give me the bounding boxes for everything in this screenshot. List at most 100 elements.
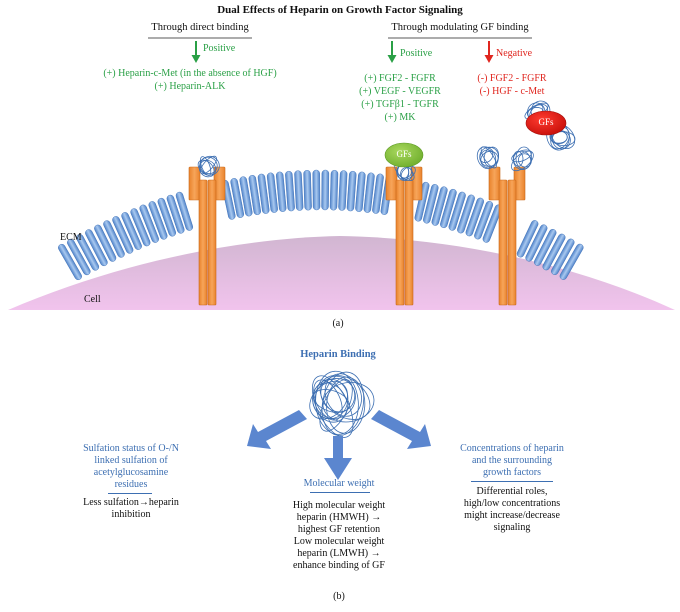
- phospholipid: [457, 194, 475, 234]
- cell-label: Cell: [84, 294, 101, 305]
- phospholipid: [266, 172, 278, 213]
- phospholipid: [257, 173, 270, 214]
- growth-factor-red: [525, 110, 567, 136]
- heparin-coil-central: [309, 370, 375, 438]
- phospholipid: [276, 171, 287, 212]
- heparin-strand: [511, 150, 534, 172]
- phospholipid: [76, 234, 100, 271]
- heparin-strand: [200, 155, 217, 175]
- phospholipid: [148, 201, 168, 240]
- phospholipid: [166, 194, 185, 234]
- phospholipid: [230, 178, 244, 218]
- modulating-positive-label: Positive: [400, 48, 433, 59]
- phospholipid: [321, 169, 330, 211]
- heparin-strand: [312, 382, 348, 423]
- phospholipid: [312, 169, 321, 211]
- growth-factor-green: [384, 142, 424, 168]
- cell-membrane: [58, 169, 584, 281]
- phospholipid: [103, 220, 125, 258]
- sulfation-body: Less sulfation→heparin inhibition: [83, 497, 179, 520]
- heparin-coil-direct: [197, 155, 220, 178]
- positive-arrow-direct: [191, 41, 201, 63]
- phospholipid: [474, 201, 494, 240]
- concentrations-heading: Concentrations of heparin and the surrou…: [460, 443, 564, 478]
- heparin-strand: [479, 149, 494, 163]
- heparin-strand: [322, 382, 375, 423]
- heparin-strand: [200, 156, 212, 176]
- direct-positive-label: Positive: [203, 43, 236, 54]
- phospholipid: [542, 233, 566, 271]
- panel-b-caption: (b): [333, 591, 345, 602]
- phospholipid: [157, 197, 176, 237]
- phospholipid: [329, 170, 339, 211]
- phospholipid: [294, 170, 304, 211]
- phospholipid: [303, 170, 312, 211]
- phospholipid: [338, 170, 348, 211]
- phospholipid: [175, 191, 194, 231]
- phospholipid: [67, 238, 91, 276]
- receptor-direct-binding: [188, 166, 226, 306]
- phospholipid: [58, 243, 82, 281]
- phospholipid: [139, 204, 159, 243]
- molecular-weight-underline: [310, 492, 370, 493]
- phospholipid: [112, 216, 134, 254]
- phospholipid: [551, 238, 575, 275]
- positive-arrow-modulating: [387, 41, 397, 63]
- positive-item-3: (+) TGFβ1 - TGFR: [361, 99, 439, 110]
- phospholipid: [372, 173, 384, 214]
- phospholipid: [440, 188, 457, 229]
- phospholipid: [248, 174, 261, 216]
- arrow-left-sulfation: [247, 410, 307, 449]
- residues-underline: [108, 493, 152, 494]
- panel-b-title: Heparin Binding: [300, 349, 376, 360]
- phospholipid: [516, 220, 539, 258]
- panel-a-caption: (a): [332, 318, 344, 329]
- growth-factor-green-label: GFs: [396, 149, 412, 159]
- phospholipid: [363, 172, 375, 213]
- phospholipid: [423, 184, 439, 224]
- phospholipid: [121, 212, 142, 250]
- modulating-negative-label: Negative: [496, 48, 533, 59]
- phospholipid: [239, 176, 253, 217]
- positive-item-4: (+) MK: [384, 112, 416, 123]
- heparin-coil-negative-2: [511, 146, 534, 172]
- phospholipid: [525, 224, 548, 262]
- positive-item-2: (+) VEGF - VEGFR: [359, 86, 441, 97]
- phospholipid: [94, 224, 117, 262]
- heparin-strand: [315, 370, 359, 435]
- growth-factor-red-label: GFs: [538, 117, 554, 127]
- heparin-strand: [319, 379, 353, 432]
- negative-arrow-modulating: [484, 41, 494, 63]
- phospholipid: [559, 243, 584, 280]
- negative-item-1: (-) FGF2 - FGFR: [477, 73, 547, 84]
- positive-item-1: (+) FGF2 - FGFR: [364, 73, 436, 84]
- negative-item-2: (-) HGF - c-Met: [479, 86, 545, 97]
- phospholipid: [85, 229, 108, 267]
- heparin-coil-negative-1: [476, 146, 500, 170]
- receptor-positive-modulation: [385, 166, 423, 306]
- direct-item-2: (+) Heparin-ALK: [154, 81, 226, 92]
- heparin-strand: [319, 374, 371, 420]
- heparin-strand: [400, 167, 413, 181]
- sulfation-heading: Sulfation status of O-/N linked sulfatio…: [83, 443, 179, 490]
- phospholipid: [285, 170, 295, 212]
- heparin-strand: [314, 378, 356, 419]
- heparin-strand: [197, 159, 215, 176]
- phospholipid: [130, 208, 151, 247]
- phospholipid: [414, 181, 430, 222]
- arrow-down-molecular-weight: [324, 436, 352, 480]
- direct-binding-heading: Through direct binding: [151, 22, 249, 33]
- molecular-weight-body: High molecular weight heparin (HMWH) → h…: [292, 500, 386, 571]
- panel-a-title: Dual Effects of Heparin on Growth Factor…: [217, 4, 463, 16]
- modulating-binding-heading: Through modulating GF binding: [391, 22, 529, 33]
- phospholipid: [355, 171, 366, 212]
- heparin-strand: [476, 146, 497, 170]
- direct-item-1: (+) Heparin-c-Met (in the absence of HGF…: [103, 68, 277, 79]
- arrow-right-concentrations: [371, 410, 431, 449]
- phospholipid: [431, 186, 448, 226]
- concentrations-body: Differential roles, high/low concentrati…: [463, 486, 561, 533]
- phospholipid: [448, 191, 466, 231]
- phospholipid: [346, 170, 357, 212]
- phospholipid: [533, 229, 557, 266]
